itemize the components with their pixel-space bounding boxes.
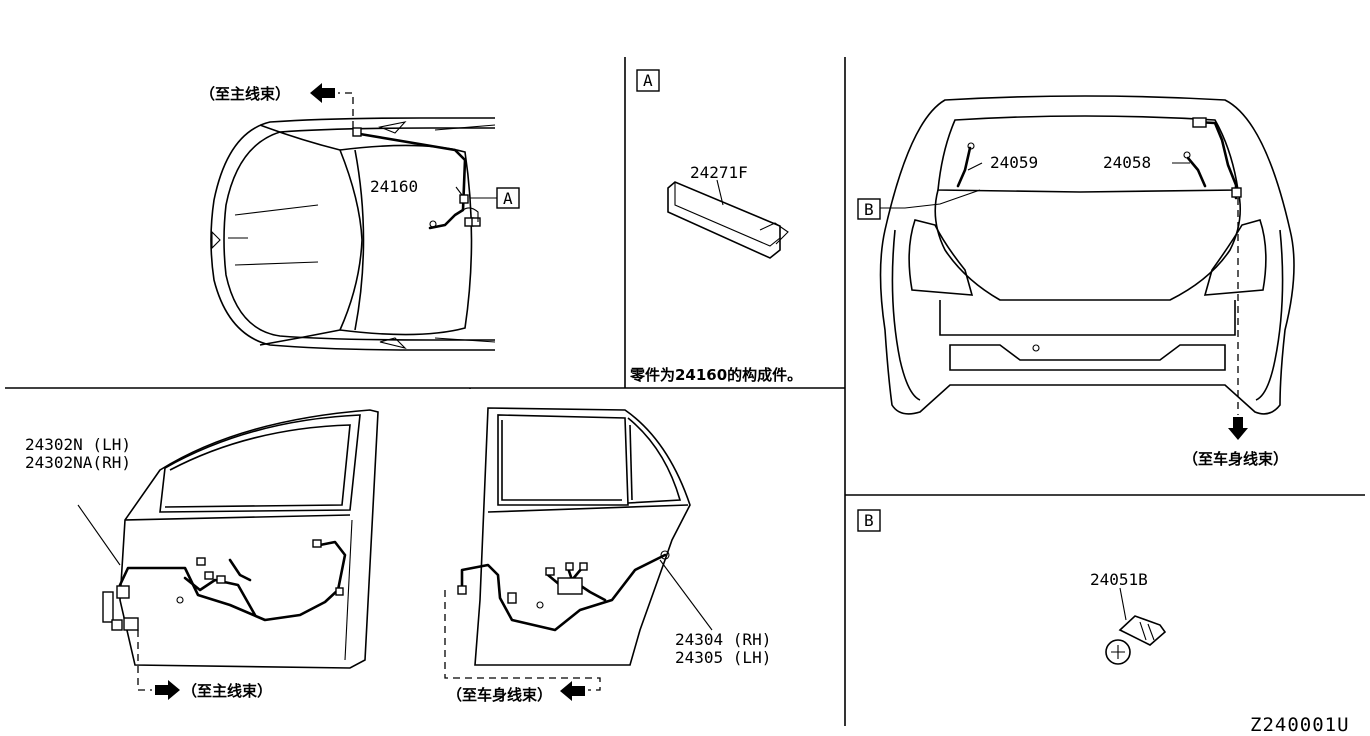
to-body-harness-door-label: （至车身线束） [447, 686, 552, 704]
front-door-view [77, 409, 379, 691]
rear-door-rh-label: 24304 (RH) [675, 630, 771, 649]
ref-b-marker-panel: B [864, 511, 874, 530]
to-main-harness-door-label: （至主线束） [182, 682, 272, 700]
arrow-left-door [560, 681, 585, 701]
detail-b-panel [857, 509, 1167, 665]
part-24059-label: 24059 [990, 153, 1038, 172]
diagram-code: Z240001U [1250, 714, 1350, 736]
detail-a-panel [636, 69, 789, 259]
part-24271F-label: 24271F [690, 163, 748, 182]
rear-door-view [444, 407, 713, 691]
rear-hatch-view [857, 95, 1295, 415]
front-door-rh-label: 24302NA(RH) [25, 453, 131, 472]
part-24058-label: 24058 [1103, 153, 1151, 172]
car-top-view [210, 92, 520, 351]
panel-dividers [5, 57, 1365, 726]
arrow-down-rear [1228, 417, 1248, 440]
to-body-harness-rear-label: （至车身线束） [1183, 450, 1288, 468]
to-main-harness-top-label: （至主线束） [200, 85, 290, 103]
ref-a-marker-top: A [503, 189, 513, 208]
part-24160-label: 24160 [370, 177, 418, 196]
part-24051B-label: 24051B [1090, 570, 1148, 589]
ref-a-marker-panel: A [643, 71, 653, 90]
arrow-right-door [155, 680, 180, 700]
front-door-lh-label: 24302N (LH) [25, 435, 131, 454]
arrow-left-top [310, 83, 335, 103]
rear-door-lh-label: 24305 (LH) [675, 648, 771, 667]
component-note: 零件为24160的构成件。 [629, 366, 802, 384]
ref-b-marker-rear: B [864, 200, 874, 219]
